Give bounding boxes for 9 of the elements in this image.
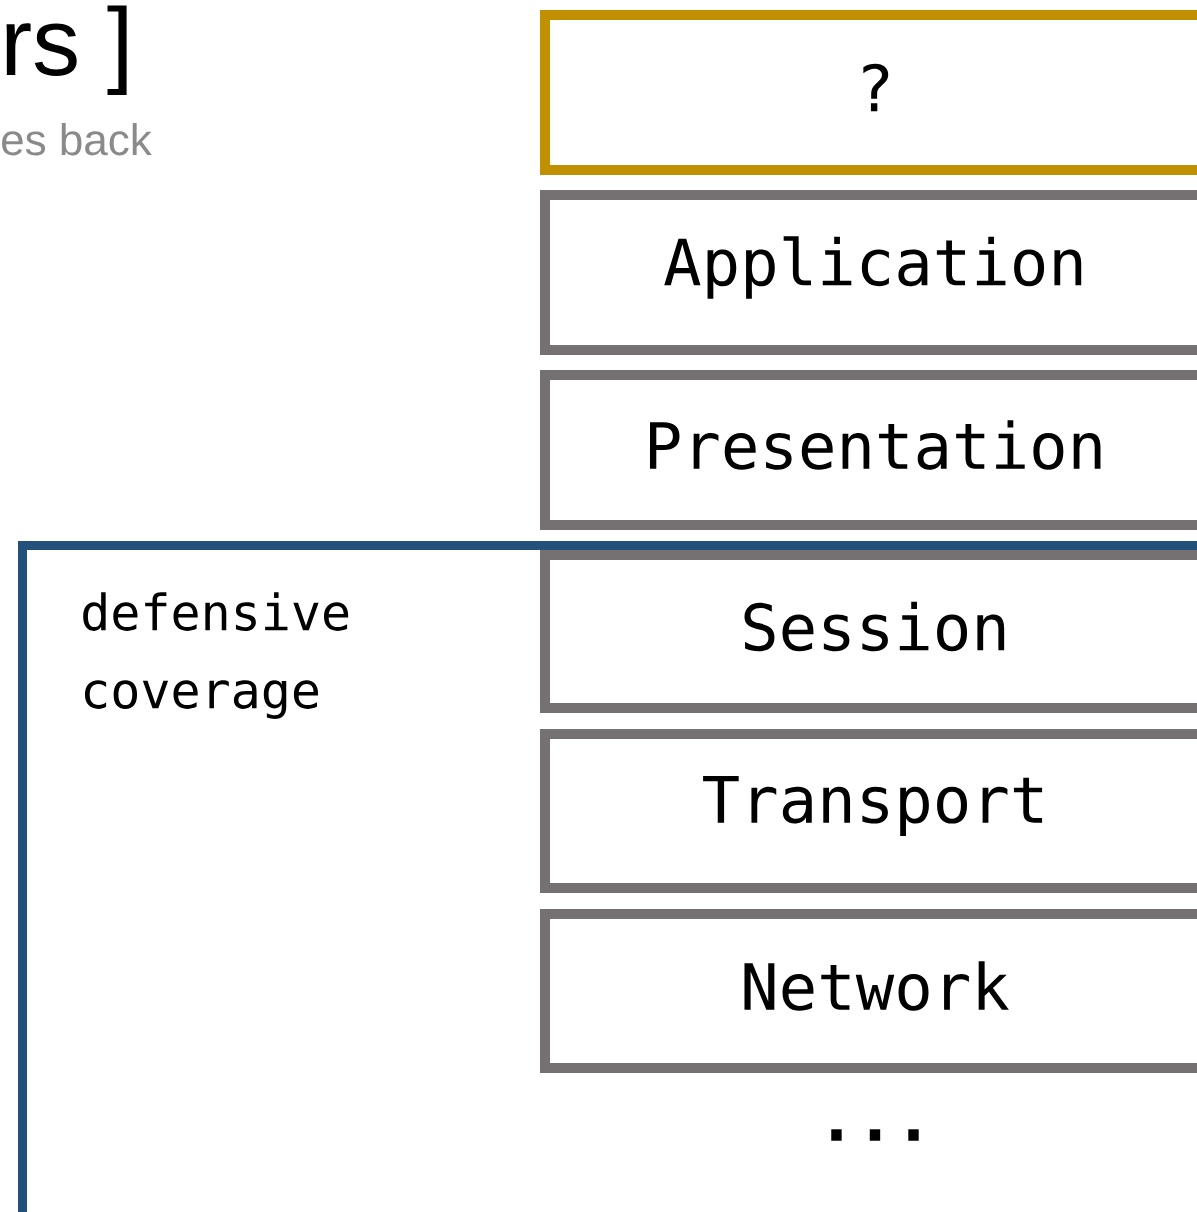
ellipsis-text: ...: [831, 1129, 919, 1141]
heading-fragment: rs ]: [6, 5, 127, 95]
unknown-layer-box: ?: [540, 10, 1197, 175]
subtitle-fragment: es back: [2, 123, 152, 156]
layer-box: Session: [540, 550, 1197, 713]
layer-box: Network: [540, 909, 1197, 1073]
layer-box: Presentation: [540, 370, 1197, 530]
layer-box: Transport: [540, 729, 1197, 893]
layer-box: Application: [540, 190, 1197, 355]
